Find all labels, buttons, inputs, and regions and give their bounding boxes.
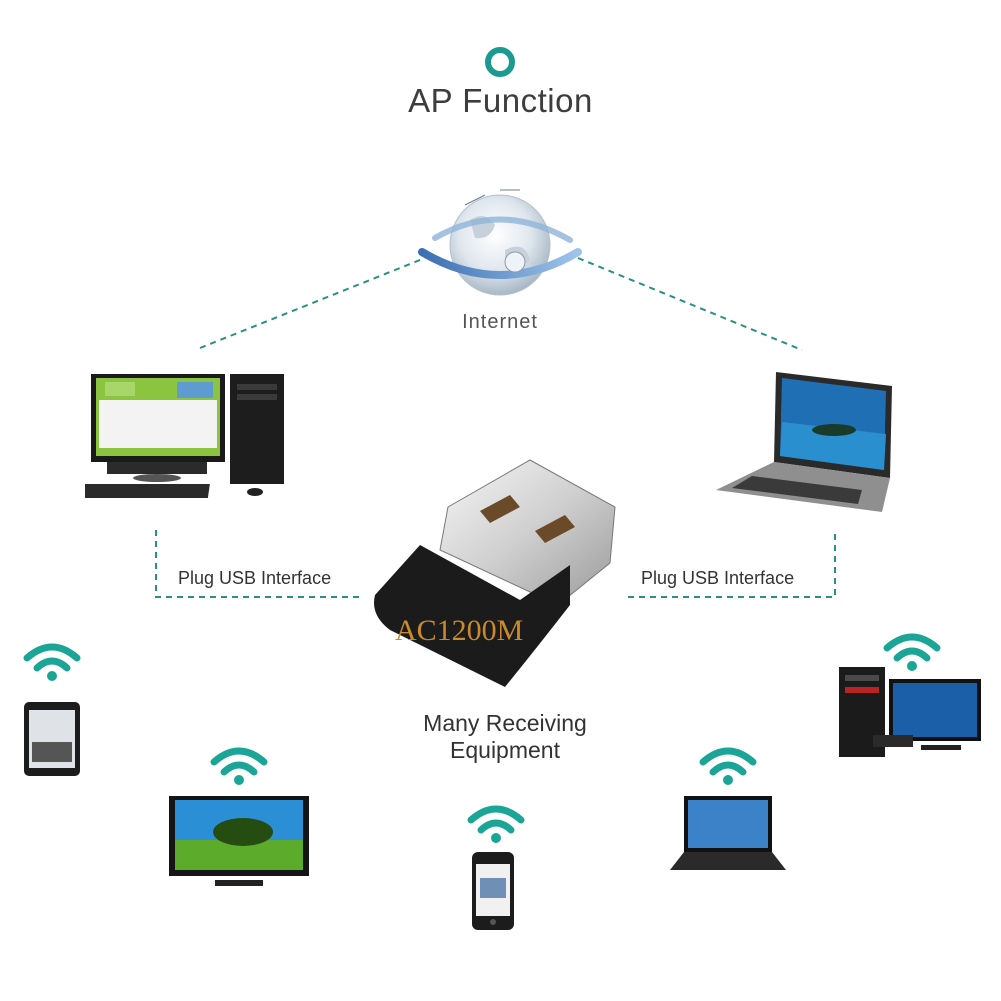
line-internet-to-desktop — [199, 257, 426, 349]
wifi-icon — [467, 805, 525, 843]
tablet — [24, 702, 80, 776]
ring-icon — [485, 47, 515, 77]
desktop-pc — [85, 374, 284, 498]
wifi-icon — [699, 747, 757, 785]
small-laptop — [670, 796, 786, 870]
tv — [169, 796, 309, 886]
receiving-equipment-label: Many Receiving Equipment — [380, 710, 630, 764]
line-laptop-to-adapter — [628, 530, 836, 598]
wifi-icon — [210, 747, 268, 785]
laptop — [716, 372, 892, 512]
plug-usb-label-left: Plug USB Interface — [178, 568, 332, 588]
page-title: AP Function — [408, 82, 593, 119]
receiving-line-2: Equipment — [450, 737, 560, 763]
usb-adapter: AC1200M — [374, 459, 616, 687]
line-desktop-to-adapter — [155, 530, 360, 598]
wifi-icon — [883, 633, 941, 671]
smartphone — [472, 852, 514, 930]
desktop-monitor — [839, 667, 981, 757]
plug-usb-label-right: Plug USB Interface — [641, 568, 795, 588]
globe-icon — [418, 189, 582, 296]
adapter-label: AC1200M — [395, 614, 523, 647]
wifi-icon — [23, 643, 81, 681]
receiving-line-1: Many Receiving — [423, 710, 587, 736]
line-internet-to-laptop — [577, 257, 803, 351]
internet-label: Internet — [462, 311, 538, 333]
